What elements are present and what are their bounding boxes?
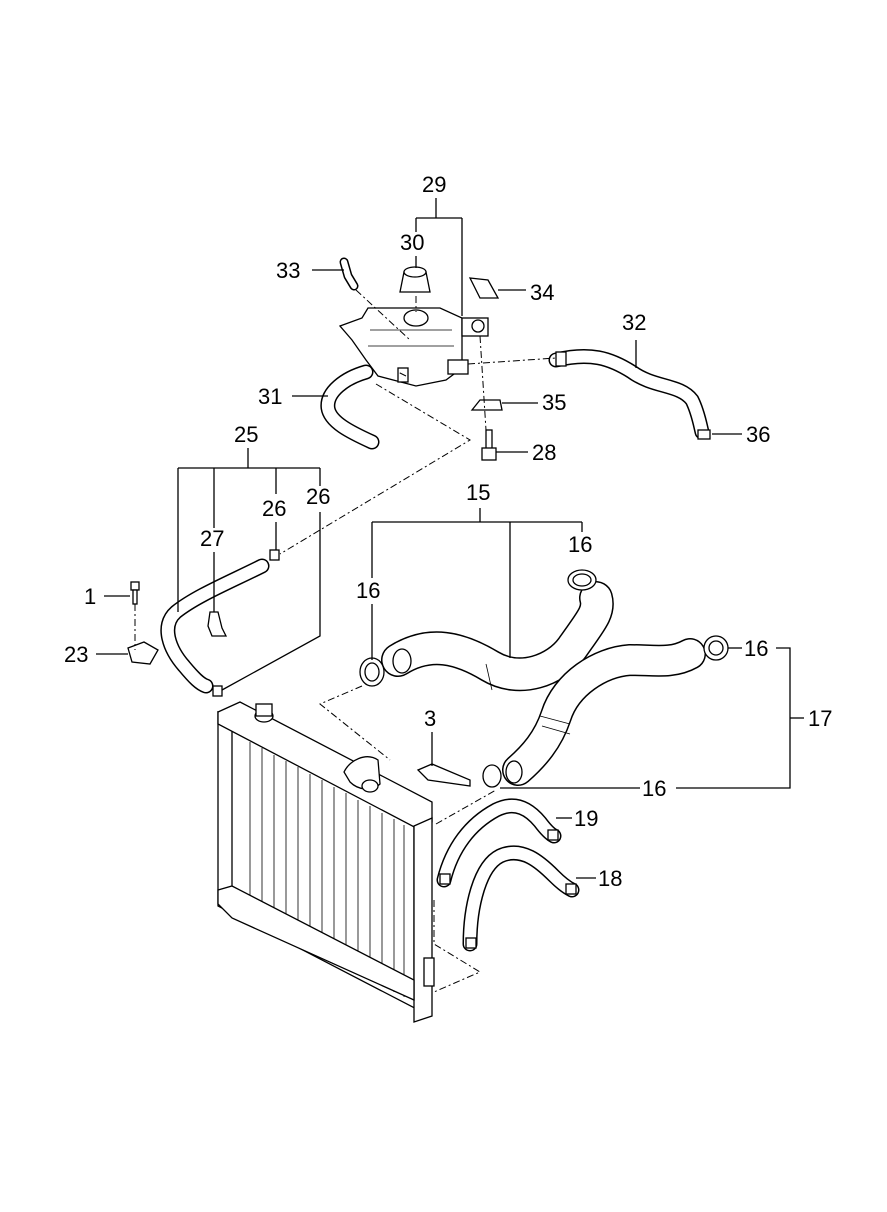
callout-26b: 26 — [306, 484, 330, 509]
reservoir-cap — [399, 266, 431, 293]
callout-35: 35 — [542, 390, 566, 415]
callout-15: 15 — [466, 480, 490, 505]
coolant-reservoir-tank — [338, 307, 489, 387]
upper-radiator-hose — [381, 581, 614, 692]
hose-clamp — [697, 429, 711, 440]
lower-radiator-hose — [502, 638, 706, 786]
hose-clamp-16c — [703, 635, 729, 661]
callout-29: 29 — [422, 172, 446, 197]
transmission-hose-18 — [462, 845, 580, 952]
callout-19: 19 — [574, 806, 598, 831]
reference-lines — [134, 289, 557, 993]
callout-34: 34 — [530, 280, 554, 305]
callout-labels: 29 30 33 34 32 31 35 36 25 28 15 26 26 2… — [64, 172, 832, 891]
callout-17: 17 — [808, 706, 832, 731]
callout-26a: 26 — [262, 496, 286, 521]
callout-27: 27 — [200, 526, 224, 551]
callout-23: 23 — [64, 642, 88, 667]
bracket — [470, 399, 503, 411]
hose-clamp-16b — [359, 657, 385, 687]
callout-3: 3 — [424, 706, 436, 731]
hose-clamp-16a — [567, 569, 597, 591]
callout-16b: 16 — [356, 578, 380, 603]
callout-16c: 16 — [744, 636, 768, 661]
bolt-small — [130, 581, 140, 605]
callout-18: 18 — [598, 866, 622, 891]
callout-28: 28 — [532, 440, 556, 465]
overflow-hose — [320, 364, 380, 450]
bolt — [481, 429, 497, 461]
radiator — [217, 701, 435, 1023]
callout-16d: 16 — [642, 776, 666, 801]
oil-cooler-hoses — [160, 549, 280, 697]
callout-33: 33 — [276, 258, 300, 283]
leader-lines — [96, 198, 804, 879]
hose-clamp-16d — [482, 764, 502, 788]
strap — [416, 763, 471, 787]
callout-25: 25 — [234, 422, 258, 447]
label-tag — [468, 277, 500, 299]
callout-31: 31 — [258, 384, 282, 409]
callout-32: 32 — [622, 310, 646, 335]
bracket-23 — [127, 641, 159, 665]
callout-1: 1 — [84, 584, 96, 609]
transmission-hose-19 — [436, 798, 562, 888]
vent-hose — [548, 348, 710, 440]
callout-16a: 16 — [568, 532, 592, 557]
callout-30: 30 — [400, 230, 424, 255]
callout-36: 36 — [746, 422, 770, 447]
